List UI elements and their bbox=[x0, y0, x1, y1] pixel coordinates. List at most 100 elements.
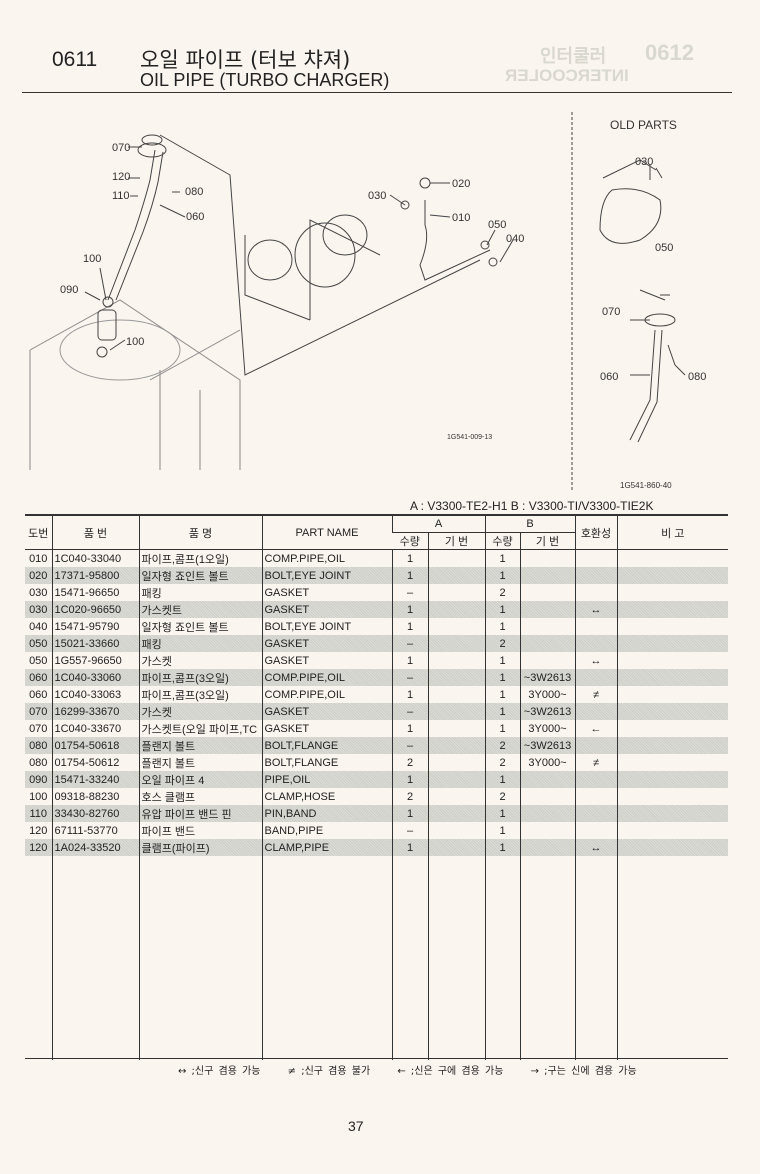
cell-name-en: GASKET bbox=[261, 584, 392, 601]
page-number: 37 bbox=[348, 1118, 364, 1134]
col-ref: 도번 bbox=[25, 514, 52, 550]
callout-label: 070 bbox=[112, 142, 130, 154]
cell-compat bbox=[574, 703, 617, 720]
cell-a-serial bbox=[427, 805, 485, 822]
cell-part-no: 1A024-33520 bbox=[51, 839, 139, 856]
cell-b-serial bbox=[519, 549, 575, 567]
cell-a-qty: 1 bbox=[391, 652, 428, 669]
cell-b-serial: ~3W2613 bbox=[519, 669, 575, 686]
cell-b-serial: ~3W2613 bbox=[519, 737, 575, 754]
cell-b-qty: 1 bbox=[484, 652, 520, 669]
callout-label: 010 bbox=[452, 212, 470, 224]
callout-label: 100 bbox=[126, 336, 144, 348]
empty-cell bbox=[25, 856, 52, 1060]
cell-remarks bbox=[616, 686, 728, 703]
callout-label: 030 bbox=[635, 156, 653, 168]
cell-b-qty: 1 bbox=[484, 549, 520, 567]
model-legend: A : V3300-TE2-H1 B : V3300-TI/V3300-TIE2… bbox=[410, 499, 654, 513]
cell-name-en: PIN,BAND bbox=[261, 805, 392, 822]
col-part-no: 품 번 bbox=[51, 514, 139, 550]
diagram-drawing bbox=[29, 134, 686, 470]
col-part-name: PART NAME bbox=[261, 514, 392, 550]
cell-name-ko: 호스 클램프 bbox=[138, 788, 262, 805]
cell-part-no: 1C020-96650 bbox=[51, 601, 139, 618]
cell-a-qty: 2 bbox=[391, 754, 428, 771]
cell-b-serial: ~3W2613 bbox=[519, 703, 575, 720]
cell-name-ko: 패킹 bbox=[138, 635, 262, 652]
cell-name-en: COMP.PIPE,OIL bbox=[261, 686, 392, 703]
cell-ref: 120 bbox=[25, 839, 52, 856]
cell-name-en: BOLT,EYE JOINT bbox=[261, 567, 392, 584]
cell-b-qty: 1 bbox=[484, 703, 520, 720]
cell-name-ko: 클램프(파이프) bbox=[138, 839, 262, 856]
cell-b-qty: 1 bbox=[484, 567, 520, 584]
cell-remarks bbox=[616, 549, 728, 567]
empty-cell bbox=[138, 856, 262, 1060]
cell-a-serial bbox=[427, 686, 485, 703]
cell-part-no: 15021-33660 bbox=[51, 635, 139, 652]
cell-name-en: CLAMP,HOSE bbox=[261, 788, 392, 805]
empty-cell bbox=[574, 856, 617, 1060]
cell-b-qty: 2 bbox=[484, 635, 520, 652]
cell-a-qty: 1 bbox=[391, 567, 428, 584]
cell-b-qty: 2 bbox=[484, 754, 520, 771]
cell-b-serial bbox=[519, 652, 575, 669]
cell-remarks bbox=[616, 669, 728, 686]
cell-b-serial bbox=[519, 635, 575, 652]
cell-compat bbox=[574, 669, 617, 686]
cell-name-en: GASKET bbox=[261, 720, 392, 737]
cell-compat: ← bbox=[574, 720, 617, 737]
cell-a-serial bbox=[427, 822, 485, 839]
cell-b-serial bbox=[519, 567, 575, 584]
cell-ref: 120 bbox=[29, 824, 48, 837]
cell-remarks bbox=[616, 771, 728, 788]
cell-remarks bbox=[616, 737, 728, 754]
cell-ref: 010 bbox=[29, 552, 48, 565]
cell-b-qty: 1 bbox=[484, 771, 520, 788]
cell-a-qty: – bbox=[391, 584, 428, 601]
cell-remarks bbox=[616, 805, 728, 822]
cell-compat: ≠ bbox=[574, 754, 617, 771]
empty-cell bbox=[519, 856, 575, 1060]
cell-b-serial: 3Y000~ bbox=[519, 720, 575, 737]
cell-ref: 100 bbox=[29, 790, 48, 803]
legend-item: → ;구는 신에 겸용 가능 bbox=[530, 1066, 637, 1077]
cell-b-qty: 1 bbox=[484, 686, 520, 703]
cell-compat bbox=[574, 771, 617, 788]
cell-b-serial: 3Y000~ bbox=[519, 754, 575, 771]
cell-a-serial bbox=[427, 737, 485, 754]
cell-name-ko: 플랜지 볼트 bbox=[138, 754, 262, 771]
cell-a-serial bbox=[427, 601, 485, 618]
cell-name-ko: 가스켓트(오일 파이프,TC bbox=[138, 720, 262, 737]
empty-cell bbox=[391, 856, 428, 1060]
col-b-qty: 수량 bbox=[484, 532, 520, 550]
cell-name-en: BOLT,FLANGE bbox=[261, 737, 392, 754]
header-rule bbox=[22, 92, 732, 93]
bleed-through-title-en: INTERCOOLER bbox=[505, 66, 629, 85]
col-a-serial: 기 번 bbox=[427, 532, 485, 550]
callout-label: 070 bbox=[602, 306, 620, 318]
cell-ref: 110 bbox=[25, 805, 52, 822]
cell-name-en: GASKET bbox=[261, 635, 392, 652]
cell-remarks bbox=[616, 703, 728, 720]
cell-a-serial bbox=[427, 754, 485, 771]
cell-a-serial bbox=[427, 839, 485, 856]
cell-b-serial bbox=[519, 601, 575, 618]
cell-part-no: 1C040-33060 bbox=[51, 669, 139, 686]
cell-ref: 050 bbox=[29, 654, 48, 667]
cell-name-ko: 패킹 bbox=[138, 584, 262, 601]
cell-a-serial bbox=[427, 652, 485, 669]
legend-item: ≠ ;신구 겸용 불가 bbox=[287, 1066, 371, 1077]
cell-ref: 070 bbox=[25, 703, 52, 720]
cell-remarks bbox=[616, 720, 728, 737]
cell-a-qty: 2 bbox=[391, 788, 428, 805]
cell-compat: ↔ bbox=[574, 839, 617, 856]
